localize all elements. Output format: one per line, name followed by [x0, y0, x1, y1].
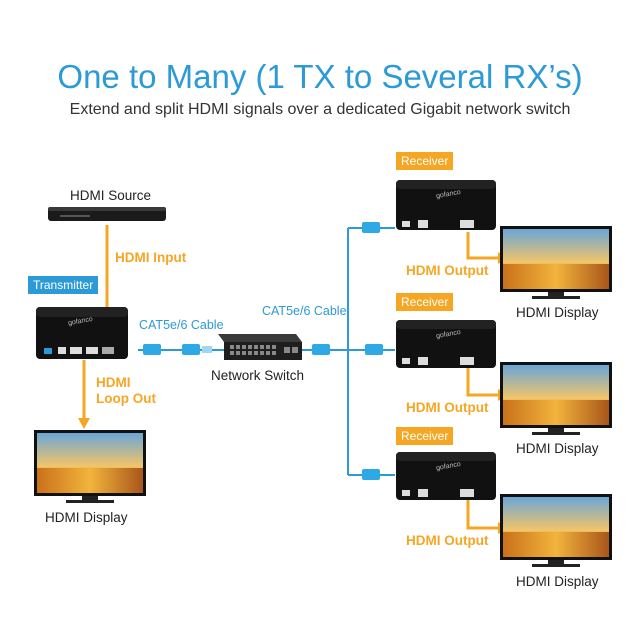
receiver-device-3: [396, 452, 496, 500]
receiver-2-display-label: HDMI Display: [516, 441, 599, 456]
receiver-2-tag: Receiver: [396, 293, 454, 311]
receiver-2-output-label: HDMI Output: [406, 400, 489, 415]
receiver-1-tag: Receiver: [396, 152, 454, 170]
hdmi-source-device: [48, 207, 166, 221]
loop-out-label-line1: HDMI: [96, 375, 131, 390]
receiver-3-output-label: HDMI Output: [406, 533, 489, 548]
receiver-device-2: [396, 320, 496, 368]
left-display-device: [34, 430, 146, 503]
transmitter-tag: Transmitter: [28, 276, 99, 294]
receiver-1-display-label: HDMI Display: [516, 305, 599, 320]
cable-right-label: CAT5e/6 Cable: [262, 304, 347, 318]
receiver-device-1: [396, 180, 496, 230]
network-switch-device: [218, 334, 302, 360]
receiver-3-display-label: HDMI Display: [516, 574, 599, 589]
receiver-1-output-label: HDMI Output: [406, 263, 489, 278]
hdmi-loop-out-arrow: [78, 360, 90, 429]
loop-out-label-line2: Loop Out: [96, 391, 156, 406]
hdmi-source-label: HDMI Source: [70, 188, 152, 203]
receiver-3-tag: Receiver: [396, 427, 454, 445]
right-display-device-2: [500, 362, 612, 435]
page-title: One to Many (1 TX to Several RX’s): [57, 58, 583, 95]
cable-tx-to-switch: [138, 344, 228, 355]
hdmi-input-label: HDMI Input: [115, 250, 187, 265]
left-display-label: HDMI Display: [45, 510, 128, 525]
transmitter-device: [36, 307, 128, 359]
page-subtitle: Extend and split HDMI signals over a ded…: [69, 101, 571, 118]
right-display-device-1: [500, 226, 612, 299]
right-display-device-3: [500, 494, 612, 567]
cable-switch-to-receivers: [300, 222, 395, 480]
cable-left-label: CAT5e/6 Cable: [139, 318, 224, 332]
network-switch-label: Network Switch: [211, 368, 305, 383]
